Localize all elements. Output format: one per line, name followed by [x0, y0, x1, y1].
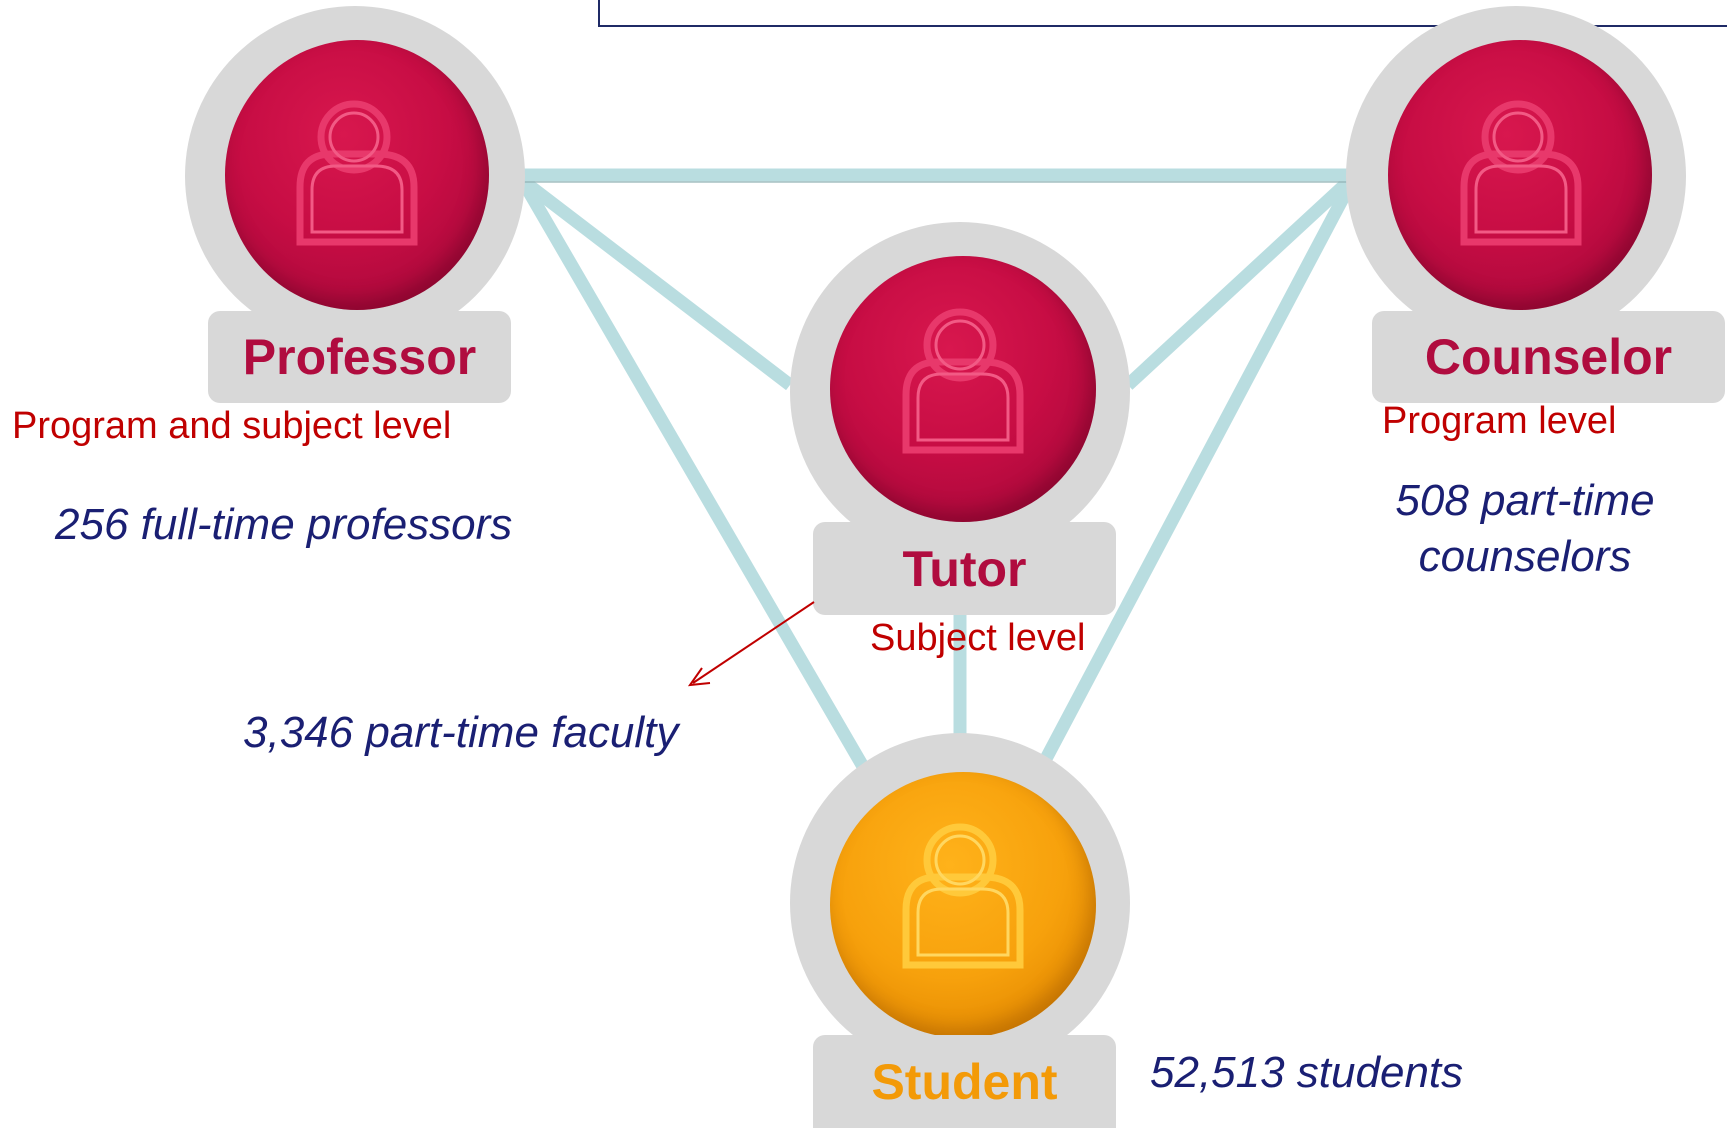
- counselor-count-line2: counselors: [1418, 532, 1632, 581]
- student-count: 52,513 students: [1150, 1048, 1464, 1097]
- professor-count: 256 full-time professors: [55, 500, 513, 549]
- counselor-count: 508 part-time counselors: [1375, 473, 1675, 585]
- counselor-level: Program level: [1382, 400, 1617, 442]
- tutor-label: Tutor: [813, 522, 1116, 615]
- counselor-circle: [1388, 40, 1652, 310]
- student-circle: [830, 772, 1096, 1038]
- tutor-count: 3,346 part-time faculty: [243, 708, 679, 757]
- professor-level: Program and subject level: [12, 405, 452, 447]
- connector-professor-student: [519, 181, 871, 774]
- student-label: Student: [813, 1035, 1116, 1128]
- person-icon: [902, 823, 1024, 969]
- connector-professor-tutor: [518, 174, 794, 391]
- professor-label: Professor: [208, 311, 511, 403]
- counselor-count-line1: 508 part-time: [1395, 476, 1655, 525]
- professor-circle: [225, 40, 489, 310]
- person-icon: [902, 308, 1024, 454]
- person-icon: [1460, 100, 1582, 246]
- connector-counselor-tutor: [1123, 175, 1355, 390]
- counselor-label: Counselor: [1372, 311, 1725, 403]
- connector-counselor-student: [1034, 181, 1356, 774]
- person-icon: [296, 100, 418, 246]
- tutor-circle: [830, 256, 1096, 522]
- tutor-level: Subject level: [870, 617, 1086, 659]
